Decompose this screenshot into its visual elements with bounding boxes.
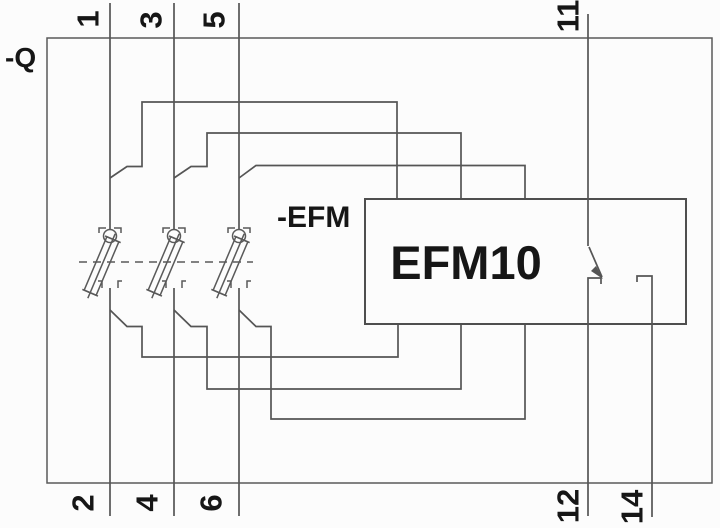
fuse-pole-3	[211, 3, 251, 516]
terminal-12-wire	[587, 277, 602, 516]
loop-phase-3	[238, 164, 526, 420]
terminal-labels-top: 1 3 5 11	[71, 0, 586, 32]
fuse-hinge-circle	[231, 228, 247, 244]
fuse-pole-2	[146, 3, 186, 516]
lower-clamp-icon	[98, 280, 122, 288]
fuse-hinge-circle	[102, 228, 118, 244]
upper-clamp-icon	[162, 227, 186, 233]
efm10-relay-box	[364, 198, 687, 325]
terminal-label-5: 5	[197, 11, 232, 28]
relay-model-label: EFM10	[390, 236, 542, 289]
terminal-label-11: 11	[551, 0, 586, 32]
device-tag: -Q	[5, 42, 36, 73]
terminal-labels-bottom: 2 4 6 12 14	[66, 489, 650, 524]
upper-clamp-icon	[98, 227, 122, 233]
terminal-label-6: 6	[194, 494, 229, 511]
lower-clamp-icon	[227, 280, 251, 288]
terminal-label-1: 1	[71, 10, 106, 27]
fuse-body-icon	[82, 233, 121, 299]
fuse-body-icon	[146, 233, 185, 299]
drawing-border	[46, 37, 713, 484]
loop-phase-1	[109, 101, 399, 358]
terminal-label-3: 3	[134, 11, 169, 28]
lower-clamp-icon	[162, 280, 186, 288]
contact-blade-icon	[588, 246, 603, 278]
terminal-label-12: 12	[551, 489, 586, 523]
relay-tag: -EFM	[277, 201, 350, 234]
terminal-14-wire	[636, 275, 653, 517]
fuse-body-icon	[211, 233, 250, 299]
relay-output-contact	[587, 14, 653, 517]
terminal-label-2: 2	[66, 494, 101, 511]
loop-phase-2	[173, 132, 462, 390]
fuse-pole-1	[82, 3, 122, 516]
terminal-label-4: 4	[130, 494, 165, 512]
fuse-hinge-circle	[166, 228, 182, 244]
upper-clamp-icon	[227, 227, 251, 233]
contact-blade-tip-icon	[591, 266, 603, 279]
terminal-label-14: 14	[615, 489, 650, 524]
